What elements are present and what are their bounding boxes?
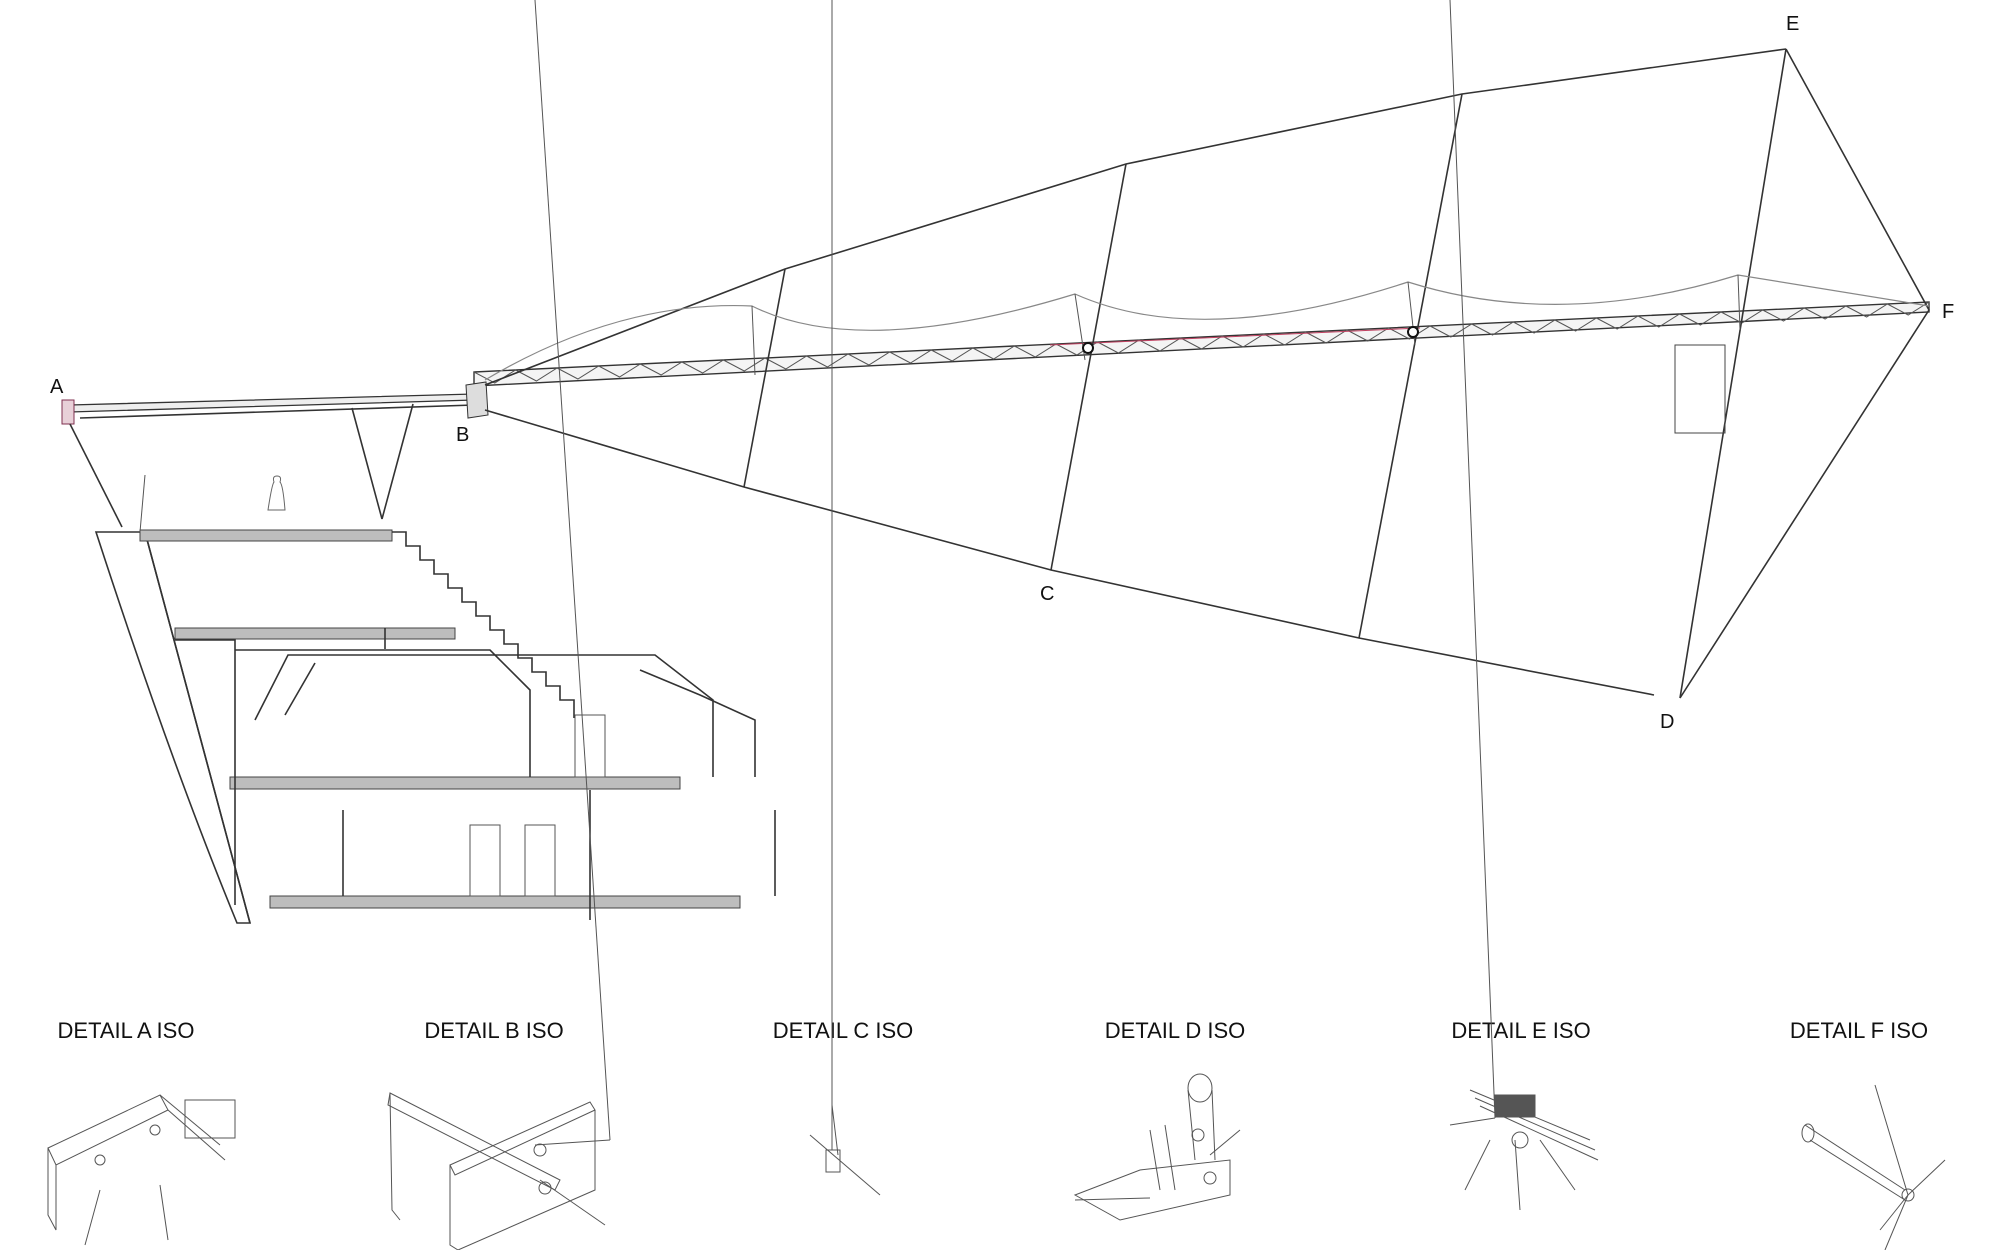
detail-c-label: DETAIL C ISO <box>773 1018 914 1043</box>
anchor-a <box>61 399 75 425</box>
point-label-d: D <box>1660 711 1674 733</box>
detail-d-label: DETAIL D ISO <box>1105 1018 1246 1043</box>
gondola <box>1674 344 1726 434</box>
detail-e-drawing <box>1449 0 1599 1211</box>
truss-web-members <box>473 301 1930 384</box>
detail-a-label: DETAIL A ISO <box>58 1018 195 1043</box>
stadium-building-section <box>94 474 776 924</box>
person-figure <box>267 475 286 511</box>
detail-c-drawing <box>809 0 881 1196</box>
point-label-b: B <box>456 424 469 446</box>
cantilever-beam <box>61 381 489 528</box>
main-truss <box>473 301 1930 387</box>
cable-net <box>484 48 1930 699</box>
detail-f-label: DETAIL F ISO <box>1790 1018 1928 1043</box>
detail-b-drawing <box>387 0 611 1250</box>
detail-b-label: DETAIL B ISO <box>424 1018 563 1043</box>
detail-a-drawing <box>47 1094 236 1246</box>
detail-d-drawing <box>1073 1073 1241 1221</box>
point-label-a: A <box>50 376 64 398</box>
point-label-c: C <box>1040 583 1054 605</box>
detail-f-drawing <box>1801 1084 1946 1250</box>
point-label-e: E <box>1786 13 1799 35</box>
point-label-f: F <box>1942 301 1954 323</box>
detail-e-label: DETAIL E ISO <box>1451 1018 1590 1043</box>
